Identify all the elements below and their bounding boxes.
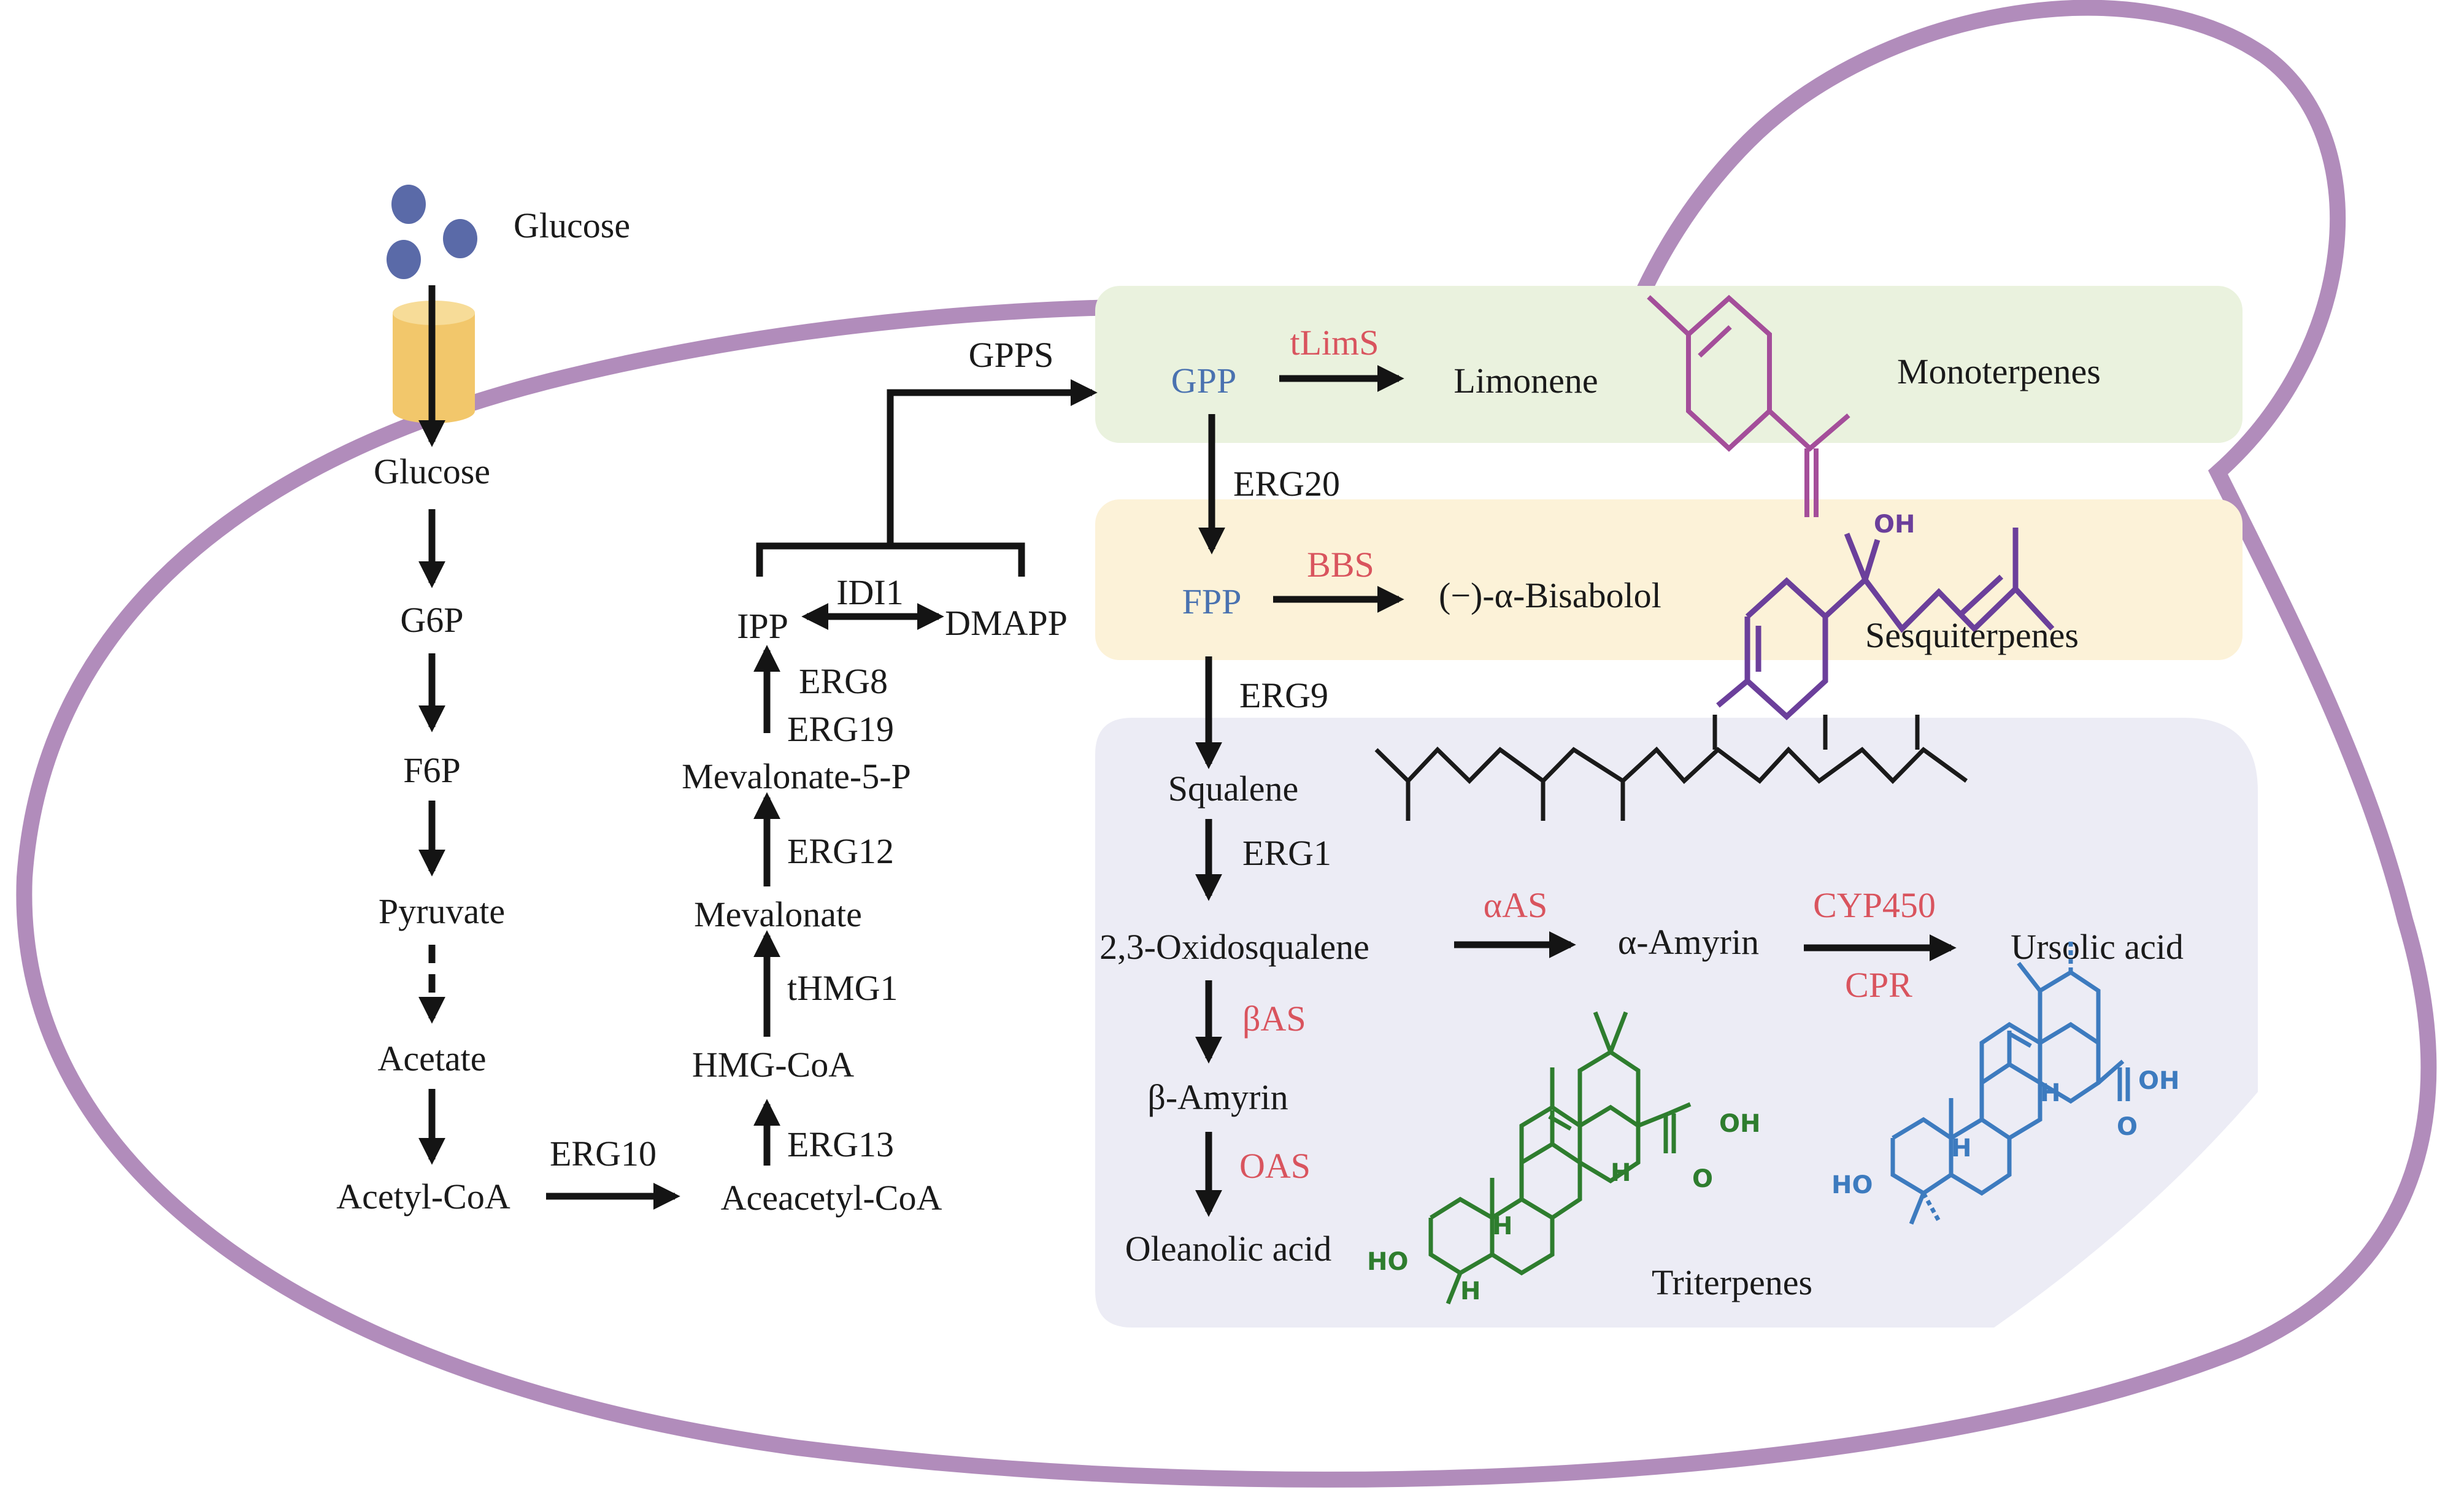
oleanolic-acid-structure <box>1428 1011 1692 1305</box>
erg1-label: ERG1 <box>1242 833 1331 873</box>
gpps-label: GPPS <box>969 335 1054 375</box>
erg20-label: ERG20 <box>1233 464 1340 504</box>
oas-label: OAS <box>1239 1146 1311 1186</box>
gpps-bracket <box>756 389 1068 577</box>
ursolic-acid-label: Ursolic acid <box>2011 927 2184 967</box>
bisabolol-label: (−)-α-Bisabolol <box>1439 575 1661 615</box>
g6p-label: G6P <box>400 600 463 640</box>
ursolic-h1-label: H <box>1951 1134 1971 1163</box>
erg19-label: ERG19 <box>787 709 894 749</box>
erg13-label: ERG13 <box>787 1124 894 1164</box>
aceacetyl-coa-label: Aceacetyl-CoA <box>721 1178 942 1218</box>
mevalonate-label: Mevalonate <box>694 894 862 934</box>
cell-membrane <box>16 0 2437 1488</box>
thmg1-label: tHMG1 <box>787 968 898 1008</box>
oleanolic-o-label: O <box>1692 1165 1713 1193</box>
oleanolic-h1-label: H <box>1492 1212 1512 1240</box>
ursolic-h2-label: H <box>2040 1079 2060 1107</box>
bbs-label: BBS <box>1307 545 1374 585</box>
dmapp-label: DMAPP <box>945 603 1068 643</box>
oleanolic-h3-label: H <box>1611 1159 1631 1187</box>
ursolic-o-label: O <box>2117 1113 2138 1141</box>
glucose-outside-label: Glucose <box>514 206 630 245</box>
sesquiterpenes-class-label: Sesquiterpenes <box>1865 615 2079 655</box>
squalene-label: Squalene <box>1168 769 1299 809</box>
erg10-label: ERG10 <box>550 1134 656 1174</box>
acetate-label: Acetate <box>377 1039 486 1078</box>
triterpenes-class-label: Triterpenes <box>1652 1262 1812 1302</box>
cpr-label: CPR <box>1845 965 1912 1005</box>
glucose-molecules-icon <box>387 185 477 279</box>
oleanolic-h2-label: H <box>1460 1277 1480 1305</box>
squalene-structure <box>1374 715 1968 821</box>
erg12-label: ERG12 <box>787 831 894 871</box>
ipp-label: IPP <box>737 606 788 646</box>
oleanolic-acid-label: Oleanolic acid <box>1125 1229 1332 1269</box>
f6p-label: F6P <box>403 750 461 790</box>
bisabolol-structure <box>1716 528 2055 721</box>
ursolic-ho-label: HO <box>1831 1171 1873 1199</box>
ursolic-oh-label: OH <box>2138 1067 2179 1095</box>
triterpene-box <box>1095 718 2258 1328</box>
beta-amyrin-label: β-Amyrin <box>1147 1077 1288 1117</box>
ursolic-acid-structure <box>1890 939 2130 1225</box>
erg8-label: ERG8 <box>799 661 888 701</box>
acetyl-coa-label: Acetyl-CoA <box>336 1177 510 1216</box>
alpha-as-label: αAS <box>1484 885 1548 925</box>
oleanolic-oh-label: OH <box>1719 1110 1760 1138</box>
glucose-inside-label: Glucose <box>374 452 490 491</box>
bisabolol-oh-label: OH <box>1874 510 1915 539</box>
limonene-label: Limonene <box>1453 361 1598 401</box>
limonene-structure <box>1647 294 1850 517</box>
pyruvate-label: Pyruvate <box>379 891 505 931</box>
hmg-coa-label: HMG-CoA <box>692 1045 854 1085</box>
monoterpene-box <box>1095 286 2243 443</box>
tlims-label: tLimS <box>1290 323 1379 363</box>
alpha-amyrin-label: α-Amyrin <box>1618 922 1759 962</box>
oxidosqualene-label: 2,3-Oxidosqualene <box>1099 927 1369 967</box>
fpp-label: FPP <box>1182 582 1242 621</box>
cyp450-label: CYP450 <box>1813 885 1936 925</box>
idi1-label: IDI1 <box>836 572 904 612</box>
oleanolic-ho-label: HO <box>1367 1248 1408 1276</box>
mevalonate-5p-label: Mevalonate-5-P <box>682 756 911 796</box>
erg9-label: ERG9 <box>1239 675 1328 715</box>
beta-as-label: βAS <box>1242 999 1306 1039</box>
sesquiterpene-box <box>1095 499 2243 660</box>
monoterpenes-class-label: Monoterpenes <box>1897 352 2101 391</box>
gpp-label: GPP <box>1171 361 1236 401</box>
